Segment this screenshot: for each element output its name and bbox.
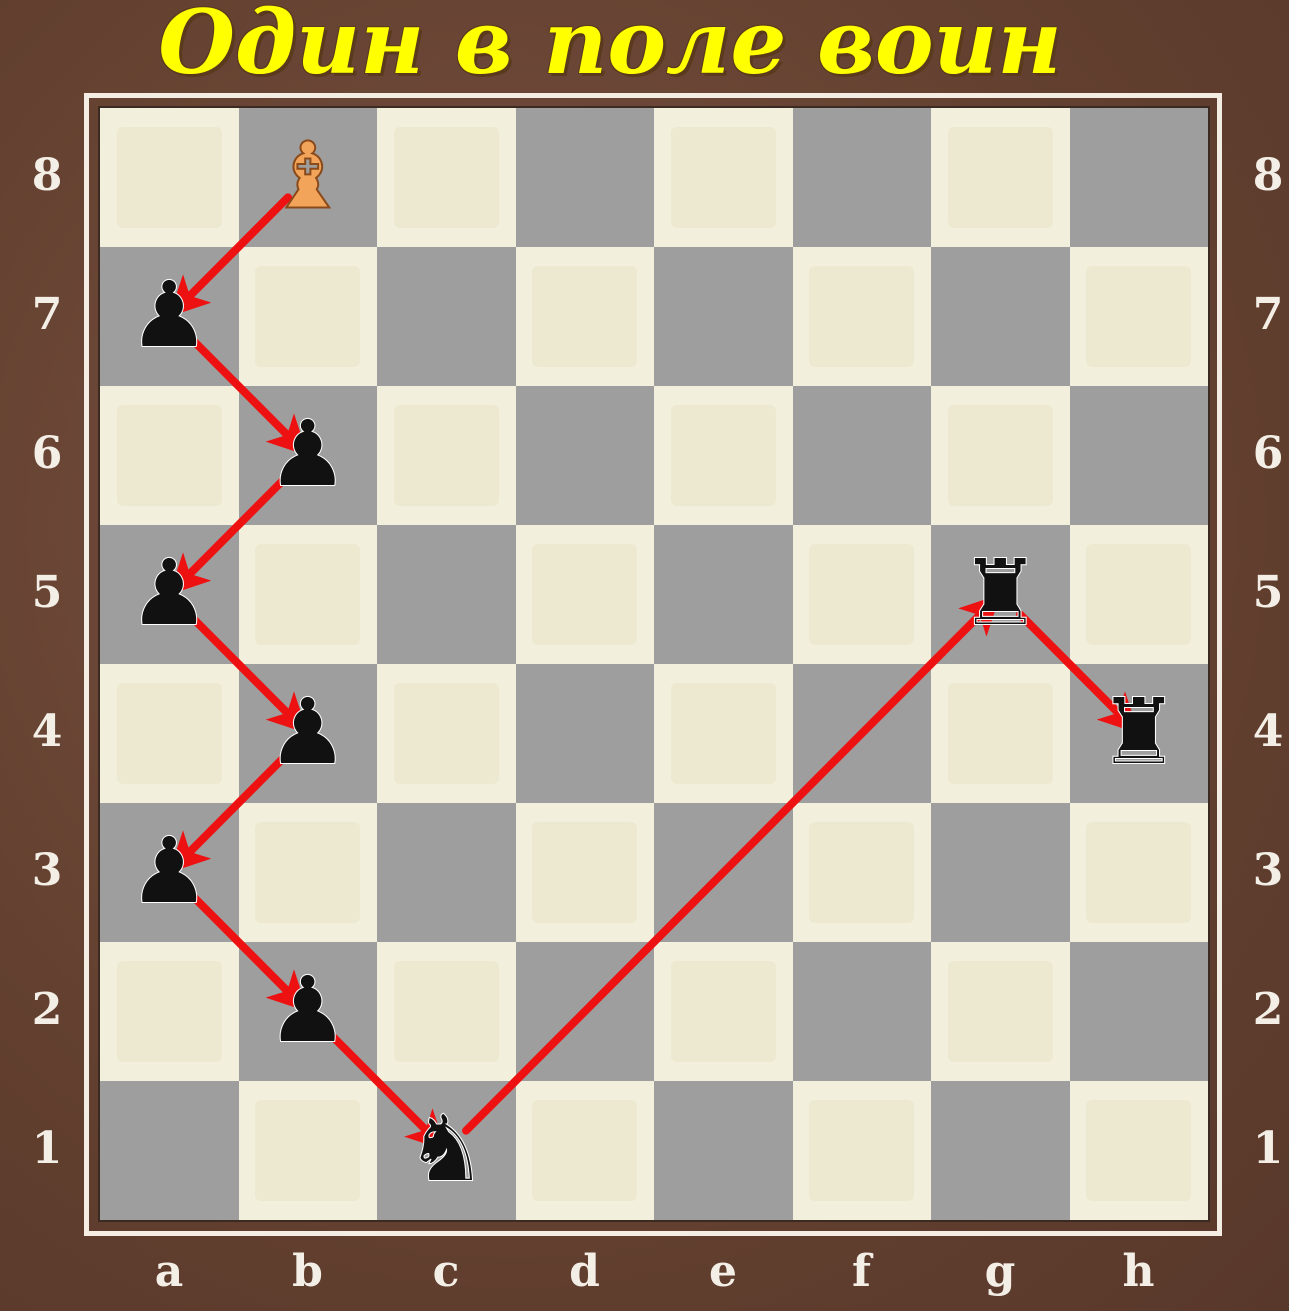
square-h6[interactable] (1070, 386, 1209, 525)
rank-label-left: 1 (22, 1127, 72, 1171)
square-g8[interactable] (931, 108, 1070, 247)
file-label: h (1070, 1250, 1208, 1294)
square-d4[interactable] (516, 664, 655, 803)
square-f6[interactable] (793, 386, 932, 525)
square-a8[interactable] (100, 108, 239, 247)
square-c8[interactable] (377, 108, 516, 247)
rank-label-left: 2 (22, 988, 72, 1032)
square-g3[interactable] (931, 803, 1070, 942)
square-b5[interactable] (239, 525, 378, 664)
rank-label-right: 7 (1243, 293, 1289, 337)
square-c3[interactable] (377, 803, 516, 942)
square-h5[interactable] (1070, 525, 1209, 664)
square-b7[interactable] (239, 247, 378, 386)
square-d3[interactable] (516, 803, 655, 942)
rank-label-right: 6 (1243, 432, 1289, 476)
square-d8[interactable] (516, 108, 655, 247)
square-c5[interactable] (377, 525, 516, 664)
rank-label-right: 8 (1243, 154, 1289, 198)
square-d5[interactable] (516, 525, 655, 664)
square-c6[interactable] (377, 386, 516, 525)
file-label: d (516, 1250, 654, 1294)
square-c1[interactable] (377, 1081, 516, 1220)
rank-label-left: 6 (22, 432, 72, 476)
square-d7[interactable] (516, 247, 655, 386)
square-e8[interactable] (654, 108, 793, 247)
square-h7[interactable] (1070, 247, 1209, 386)
square-f8[interactable] (793, 108, 932, 247)
square-b2[interactable] (239, 942, 378, 1081)
file-label: c (377, 1250, 515, 1294)
square-d2[interactable] (516, 942, 655, 1081)
page-title: Один в поле воин (40, 0, 1180, 92)
square-g5[interactable] (931, 525, 1070, 664)
rank-label-left: 7 (22, 293, 72, 337)
square-b3[interactable] (239, 803, 378, 942)
rank-label-left: 4 (22, 710, 72, 754)
square-h4[interactable] (1070, 664, 1209, 803)
square-a6[interactable] (100, 386, 239, 525)
file-label: f (793, 1250, 931, 1294)
square-a7[interactable] (100, 247, 239, 386)
rank-label-right: 3 (1243, 849, 1289, 893)
square-e6[interactable] (654, 386, 793, 525)
square-c4[interactable] (377, 664, 516, 803)
square-h3[interactable] (1070, 803, 1209, 942)
square-b8[interactable] (239, 108, 378, 247)
chess-board (100, 108, 1208, 1220)
file-label: g (931, 1250, 1069, 1294)
square-e3[interactable] (654, 803, 793, 942)
square-a4[interactable] (100, 664, 239, 803)
square-b6[interactable] (239, 386, 378, 525)
square-f4[interactable] (793, 664, 932, 803)
square-a1[interactable] (100, 1081, 239, 1220)
square-e2[interactable] (654, 942, 793, 1081)
square-b1[interactable] (239, 1081, 378, 1220)
square-g2[interactable] (931, 942, 1070, 1081)
square-g7[interactable] (931, 247, 1070, 386)
square-h1[interactable] (1070, 1081, 1209, 1220)
file-label: b (239, 1250, 377, 1294)
square-f2[interactable] (793, 942, 932, 1081)
square-f5[interactable] (793, 525, 932, 664)
square-c2[interactable] (377, 942, 516, 1081)
rank-label-right: 1 (1243, 1127, 1289, 1171)
square-f1[interactable] (793, 1081, 932, 1220)
file-label: a (100, 1250, 238, 1294)
square-h2[interactable] (1070, 942, 1209, 1081)
rank-label-right: 2 (1243, 988, 1289, 1032)
square-a3[interactable] (100, 803, 239, 942)
square-a2[interactable] (100, 942, 239, 1081)
square-f3[interactable] (793, 803, 932, 942)
square-g4[interactable] (931, 664, 1070, 803)
square-d6[interactable] (516, 386, 655, 525)
rank-label-left: 8 (22, 154, 72, 198)
rank-label-left: 5 (22, 571, 72, 615)
square-f7[interactable] (793, 247, 932, 386)
square-d1[interactable] (516, 1081, 655, 1220)
square-b4[interactable] (239, 664, 378, 803)
square-g6[interactable] (931, 386, 1070, 525)
rank-label-right: 4 (1243, 710, 1289, 754)
square-e1[interactable] (654, 1081, 793, 1220)
square-e4[interactable] (654, 664, 793, 803)
square-e7[interactable] (654, 247, 793, 386)
rank-label-left: 3 (22, 849, 72, 893)
rank-label-right: 5 (1243, 571, 1289, 615)
square-c7[interactable] (377, 247, 516, 386)
square-h8[interactable] (1070, 108, 1209, 247)
square-e5[interactable] (654, 525, 793, 664)
square-a5[interactable] (100, 525, 239, 664)
file-label: e (654, 1250, 792, 1294)
square-g1[interactable] (931, 1081, 1070, 1220)
